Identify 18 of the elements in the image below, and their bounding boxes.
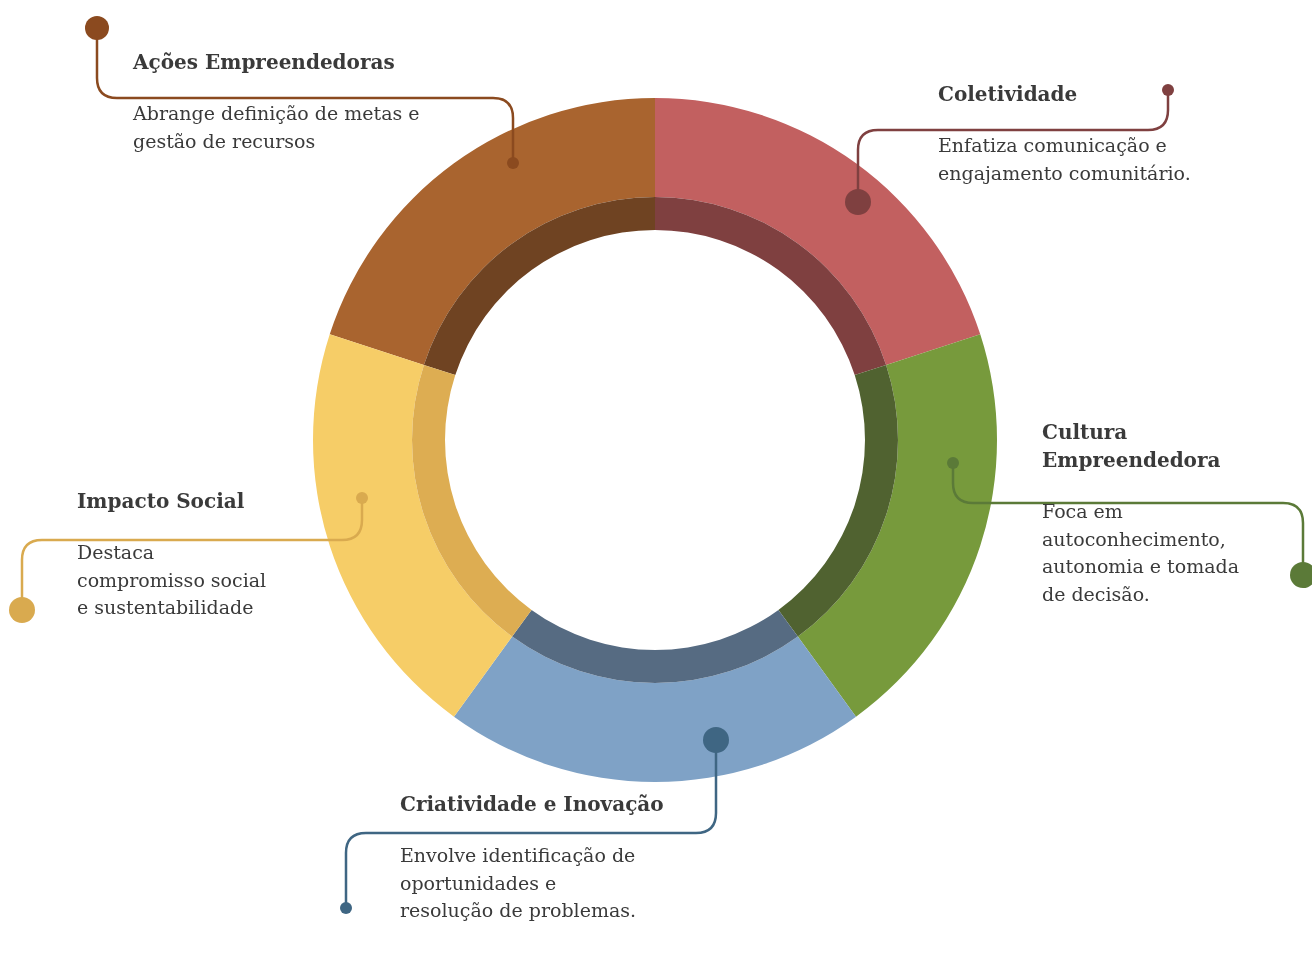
description: Enfatiza comunicação e engajamento comunitário.	[938, 133, 1192, 186]
description: Foca em autoconhecimento, autonomia e tomada de decisão.	[1042, 499, 1240, 607]
leader-line	[845, 84, 1174, 215]
ring-segment	[454, 609, 856, 782]
leader-line	[947, 457, 1312, 588]
ring-segment	[313, 334, 532, 717]
heading: Criatividade e Inovação	[400, 791, 665, 818]
leader-line	[340, 727, 729, 914]
leader-line	[85, 16, 519, 169]
ring-segment	[778, 334, 997, 717]
description: Destaca compromisso social e sustentabilidade	[77, 540, 268, 621]
description: Abrange definição de metas e gestão de recursos	[133, 101, 421, 154]
leader-line	[9, 492, 368, 623]
heading: Cultura Empreendedora	[1042, 419, 1222, 474]
heading: Coletividade	[938, 81, 1079, 108]
heading: Ações Empreendedoras	[133, 49, 396, 76]
description: Envolve identificação de oportunidades e resolução de problemas.	[400, 843, 638, 924]
heading: Impacto Social	[77, 488, 246, 515]
